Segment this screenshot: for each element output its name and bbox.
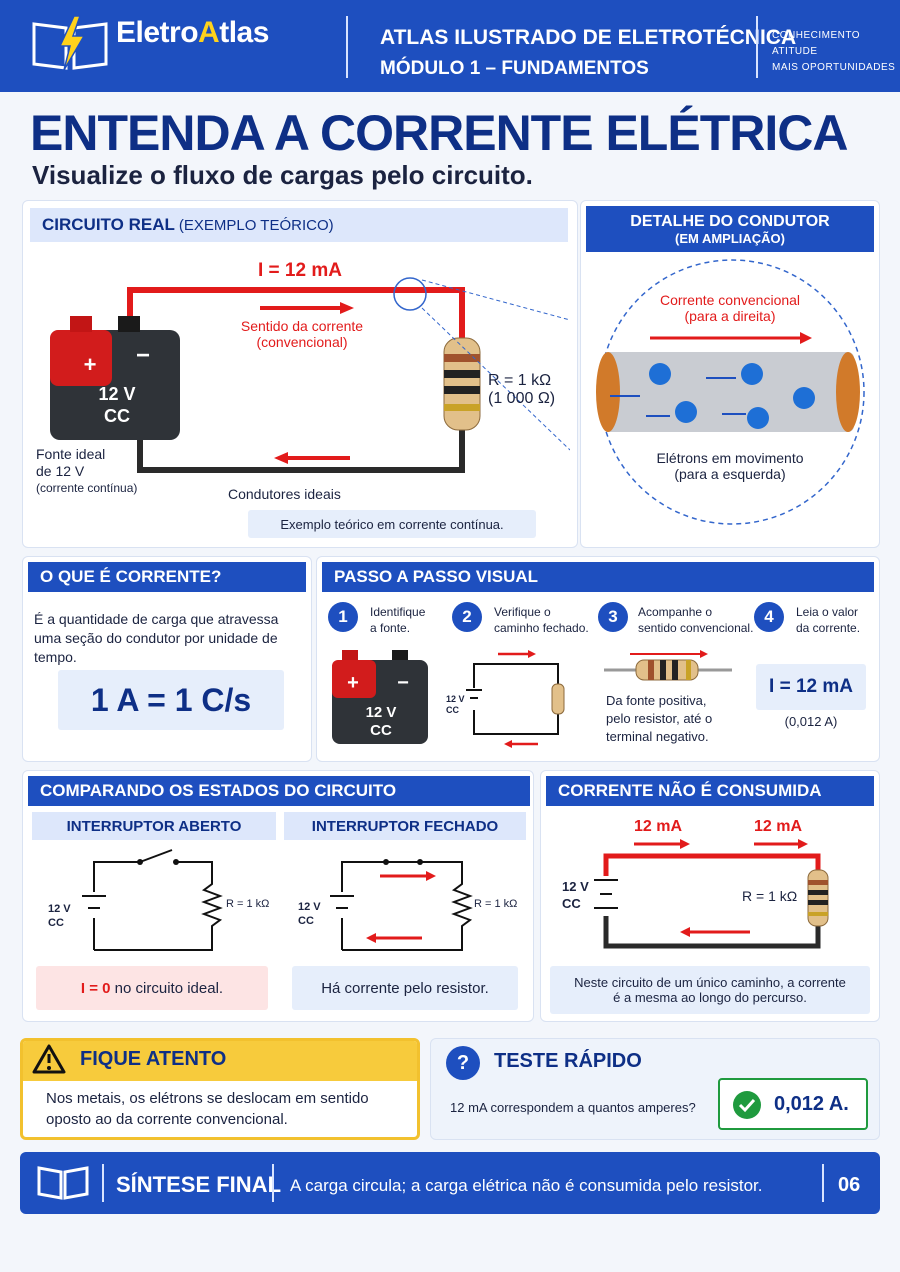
quiz-question: 12 mA correspondem a quantos amperes? bbox=[450, 1100, 696, 1115]
notconsumed-note: Neste circuito de um único caminho, a co… bbox=[550, 966, 870, 1014]
header bbox=[0, 0, 900, 92]
plus-sign: + bbox=[347, 672, 359, 694]
divider bbox=[822, 1164, 824, 1202]
resistor-icon bbox=[604, 650, 732, 681]
electrons-label: Elétrons em movimento(para a esquerda) bbox=[656, 450, 804, 482]
circuit-bar: CIRCUITO REAL(EXEMPLO TEÓRICO) bbox=[30, 208, 568, 242]
open-note: I = 0 no circuito ideal. bbox=[36, 966, 268, 1010]
page-number: 06 bbox=[838, 1174, 861, 1196]
minus-sign: − bbox=[397, 672, 409, 694]
circuit-note: Exemplo teórico em corrente contínua. bbox=[248, 510, 536, 538]
footer-text: A carga circula; a carga elétrica não é … bbox=[290, 1176, 763, 1195]
quiz-title: TESTE RÁPIDO bbox=[494, 1050, 642, 1072]
closed-note: Há corrente pelo resistor. bbox=[292, 966, 518, 1010]
warning-icon bbox=[32, 1044, 66, 1074]
resistor-label: R = 1 kΩ(1 000 Ω) bbox=[488, 372, 556, 407]
header-subtitle: MÓDULO 1 – FUNDAMENTOS bbox=[380, 58, 649, 79]
header-title: ATLAS ILUSTRADO DE ELETROTÉCNICA bbox=[380, 26, 797, 49]
header-tag: CONHECIMENTO bbox=[772, 30, 861, 41]
steps-bar: PASSO A PASSO VISUAL bbox=[322, 562, 874, 592]
page-title: ENTENDA A CORRENTE ELÉTRICA bbox=[30, 105, 848, 161]
circuit-diagram bbox=[50, 277, 570, 473]
open-label: INTERRUPTOR ABERTO bbox=[32, 812, 276, 840]
quiz-answer-box bbox=[718, 1078, 868, 1130]
step2-circuit bbox=[466, 650, 565, 748]
conductor-zoom bbox=[596, 259, 865, 525]
detail-bar: DETALHE DO CONDUTOR(EM AMPLIAÇÃO) bbox=[586, 206, 874, 252]
direction-label: Sentido da corrente(convencional) bbox=[240, 318, 364, 350]
quiz-answer: 0,012 A. bbox=[774, 1093, 849, 1115]
current-label: 12 mA bbox=[754, 818, 803, 835]
open-circuit bbox=[82, 849, 223, 951]
what-text: É a quantidade de carga que atravessa um… bbox=[34, 611, 279, 665]
divider bbox=[346, 16, 348, 78]
conductors-label: Condutores ideais bbox=[228, 486, 341, 502]
book-icon bbox=[37, 1166, 89, 1200]
compare-bar: COMPARANDO OS ESTADOS DO CIRCUITO bbox=[28, 776, 530, 806]
conv-current-label: Corrente convencional(para a direita) bbox=[659, 292, 801, 324]
footer-label: SÍNTESE FINAL bbox=[116, 1172, 282, 1197]
check-icon bbox=[733, 1091, 761, 1119]
divider bbox=[272, 1164, 274, 1202]
brand-name: EletroAtlas bbox=[116, 16, 269, 49]
divider bbox=[102, 1164, 104, 1202]
notconsumed-bar: CORRENTE NÃO É CONSUMIDA bbox=[546, 776, 874, 806]
step4-sub: (0,012 A) bbox=[784, 714, 838, 729]
question-icon: ? bbox=[446, 1046, 480, 1080]
book-bolt-icon bbox=[32, 15, 108, 71]
plus-sign: + bbox=[83, 352, 97, 377]
attention-title: FIQUE ATENTO bbox=[80, 1048, 227, 1070]
step-number: 3 bbox=[598, 602, 628, 632]
current-label: I = 12 mA bbox=[258, 260, 342, 281]
closed-circuit bbox=[330, 859, 473, 951]
header-tag: MAIS OPORTUNIDADES bbox=[772, 62, 896, 73]
series-resistor: R = 1 kΩ bbox=[742, 888, 798, 904]
step4-value: I = 12 mA bbox=[756, 664, 866, 710]
minus-sign: − bbox=[135, 342, 150, 369]
battery-type: CC bbox=[104, 406, 130, 426]
current-label: 12 mA bbox=[634, 818, 683, 835]
divider bbox=[756, 16, 758, 78]
header-tag: ATITUDE bbox=[772, 46, 818, 57]
battery-icon bbox=[332, 650, 428, 744]
what-bar: O QUE É CORRENTE? bbox=[28, 562, 306, 592]
step-number: 2 bbox=[452, 602, 482, 632]
series-circuit bbox=[594, 839, 829, 949]
page-subtitle: Visualize o fluxo de cargas pelo circuit… bbox=[32, 160, 533, 190]
footer bbox=[20, 1152, 880, 1214]
open-resistor: R = 1 kΩ bbox=[226, 898, 270, 910]
formula: 1 A = 1 C/s bbox=[58, 670, 284, 730]
closed-label: INTERRUPTOR FECHADO bbox=[284, 812, 526, 840]
step-number: 1 bbox=[328, 602, 358, 632]
closed-resistor: R = 1 kΩ bbox=[474, 898, 518, 910]
step-number: 4 bbox=[754, 602, 784, 632]
battery-voltage: 12 V bbox=[98, 384, 136, 404]
attention-text: Nos metais, os elétrons se deslocam em s… bbox=[46, 1090, 369, 1128]
attention-header bbox=[23, 1041, 417, 1081]
